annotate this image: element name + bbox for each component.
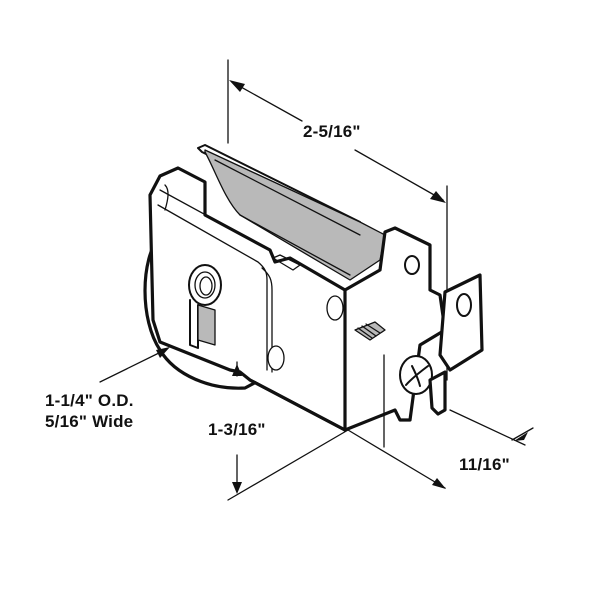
wheel-dimension-label: 1-1/4" O.D. 5/16" Wide (45, 390, 134, 432)
depth-dimension (347, 409, 534, 489)
height-dimension (227, 354, 385, 501)
adjustment-screw (399, 355, 433, 395)
height-dimension-label: 1-3/16" (208, 420, 266, 439)
mounting-tab (438, 273, 484, 372)
lower-tab (428, 370, 447, 416)
length-dimension-label: 2-5/16" (303, 122, 361, 141)
axle (188, 264, 222, 306)
housing (148, 166, 447, 432)
wheel-dimension-leader (99, 347, 170, 383)
wheel-diameter-label: 1-1/4" O.D. (45, 391, 134, 410)
depth-dimension-label: 11/16" (459, 455, 510, 474)
wheel-width-label: 5/16" Wide (45, 412, 134, 431)
